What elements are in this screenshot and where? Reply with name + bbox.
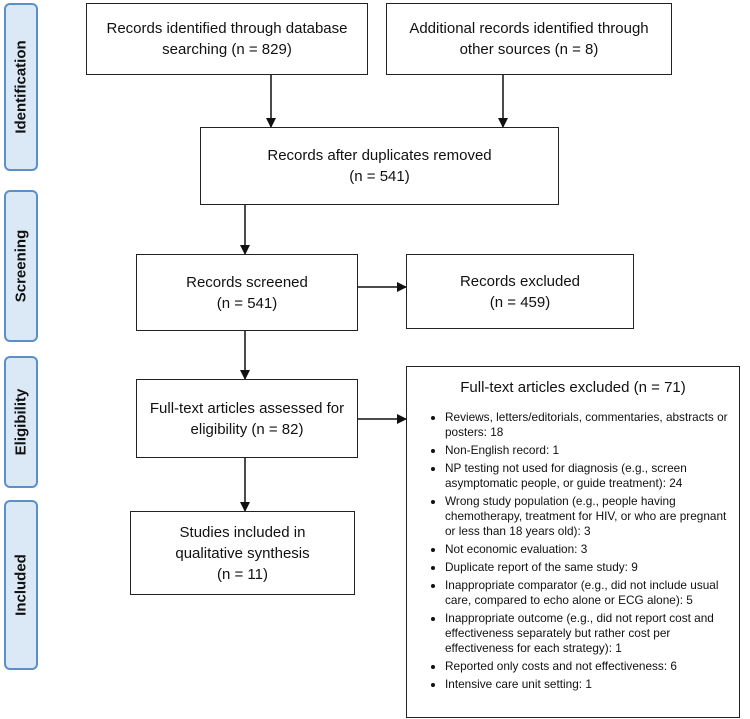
fulltext-excluded-heading: Full-text articles excluded (n = 71) bbox=[460, 379, 686, 396]
box-records-excluded-line1: Records excluded bbox=[459, 272, 581, 290]
box-database-search-line2: searching (n = 829) bbox=[162, 41, 292, 58]
box-other-sources-line1: Additional records identified through bbox=[409, 20, 649, 37]
exclusion-reason: Reviews, letters/editorials, commentarie… bbox=[445, 410, 731, 440]
exclusion-reason: Intensive care unit setting: 1 bbox=[445, 677, 731, 692]
box-other-sources: Additional records identified through ot… bbox=[386, 3, 672, 75]
exclusion-reason: Inappropriate comparator (e.g., did not … bbox=[445, 578, 731, 608]
box-records-screened-line1: Records screened bbox=[186, 273, 308, 291]
box-records-excluded-line2: (n = 459) bbox=[489, 293, 551, 311]
phase-included: Included bbox=[4, 500, 38, 670]
box-after-duplicates-line2: (n = 541) bbox=[349, 168, 410, 185]
box-other-sources-line2: other sources (n = 8) bbox=[459, 41, 599, 58]
box-database-search: Records identified through database sear… bbox=[86, 3, 368, 75]
exclusion-reason: Inappropriate outcome (e.g., did not rep… bbox=[445, 611, 731, 656]
exclusion-reason: Duplicate report of the same study: 9 bbox=[445, 560, 731, 575]
exclusion-reason: Not economic evaluation: 3 bbox=[445, 542, 731, 557]
box-records-screened: Records screened (n = 541) bbox=[136, 254, 358, 331]
exclusion-reason: Wrong study population (e.g., people hav… bbox=[445, 494, 731, 539]
box-studies-included: Studies included in qualitative synthesi… bbox=[130, 511, 355, 595]
box-fulltext-assessed-line2: eligibility (n = 82) bbox=[190, 420, 304, 438]
box-fulltext-excluded: Full-text articles excluded (n = 71) Rev… bbox=[406, 366, 740, 718]
phase-eligibility: Eligibility bbox=[4, 356, 38, 488]
exclusion-reasons-list: Reviews, letters/editorials, commentarie… bbox=[407, 410, 731, 692]
box-after-duplicates-line1: Records after duplicates removed bbox=[267, 147, 492, 164]
box-studies-included-line3: (n = 11) bbox=[217, 565, 268, 583]
exclusion-reason: Reported only costs and not effectivenes… bbox=[445, 659, 731, 674]
exclusion-reason: Non-English record: 1 bbox=[445, 443, 731, 458]
box-fulltext-assessed: Full-text articles assessed for eligibil… bbox=[136, 379, 358, 458]
phase-identification: Identification bbox=[4, 3, 38, 171]
box-database-search-line1: Records identified through database bbox=[106, 20, 348, 37]
exclusion-reason: NP testing not used for diagnosis (e.g.,… bbox=[445, 461, 731, 491]
box-studies-included-line2: qualitative synthesis bbox=[175, 544, 310, 562]
box-records-excluded: Records excluded (n = 459) bbox=[406, 254, 634, 329]
box-records-screened-line2: (n = 541) bbox=[216, 294, 278, 312]
box-studies-included-line1: Studies included in bbox=[179, 523, 306, 541]
box-after-duplicates: Records after duplicates removed (n = 54… bbox=[200, 127, 559, 205]
phase-screening: Screening bbox=[4, 190, 38, 342]
box-fulltext-assessed-line1: Full-text articles assessed for bbox=[149, 399, 345, 417]
